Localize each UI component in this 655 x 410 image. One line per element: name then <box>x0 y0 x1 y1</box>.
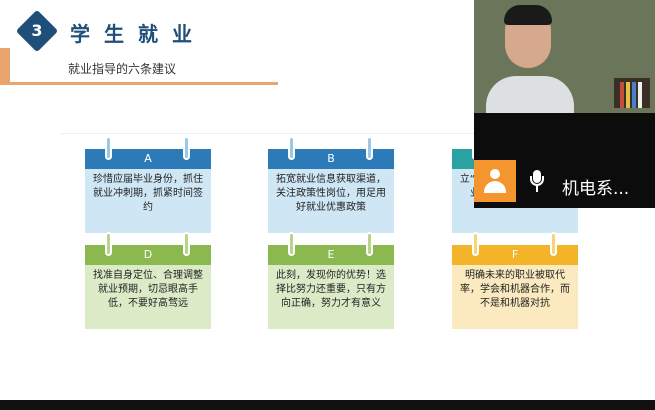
card-label: A <box>85 149 211 169</box>
card-label: F <box>452 245 578 265</box>
section-number: 3 <box>31 21 43 40</box>
advice-card-a: A 珍惜应届毕业身份，抓住就业冲刺期，抓紧时间签约 <box>85 136 211 234</box>
ring-icon <box>550 232 557 256</box>
divider <box>60 133 480 134</box>
advice-card-b: B 拓宽就业信息获取渠道，关注政策性岗位，用足用好就业优惠政策 <box>268 136 394 234</box>
ring-icon <box>366 136 373 160</box>
card-text: 找准自身定位、合理调整就业预期，切忌眼高手低，不要好高骛远 <box>85 265 211 329</box>
card-label: B <box>268 149 394 169</box>
card-text: 拓宽就业信息获取渠道，关注政策性岗位，用足用好就业优惠政策 <box>268 169 394 233</box>
card-label: D <box>85 245 211 265</box>
ring-icon <box>105 232 112 256</box>
card-text: 明确未来的职业被取代率，学会和机器合作，而不是和机器对抗 <box>452 265 578 329</box>
advice-card-e: E 此刻，发现你的优势！选择比努力还重要，只有方向正确，努力才有意义 <box>268 232 394 330</box>
card-text: 珍惜应届毕业身份，抓住就业冲刺期，抓紧时间签约 <box>85 169 211 233</box>
card-label: E <box>268 245 394 265</box>
card-text: 此刻，发现你的优势！选择比努力还重要，只有方向正确，努力才有意义 <box>268 265 394 329</box>
participant-name: 机电系... <box>562 179 630 199</box>
user-avatar-icon[interactable] <box>474 160 516 202</box>
ring-icon <box>472 232 479 256</box>
ring-icon <box>183 136 190 160</box>
ring-icon <box>288 136 295 160</box>
advice-card-f: F 明确未来的职业被取代率，学会和机器合作，而不是和机器对抗 <box>452 232 578 330</box>
advice-card-d: D 找准自身定位、合理调整就业预期，切忌眼高手低，不要好高骛远 <box>85 232 211 330</box>
accent-block <box>0 48 10 85</box>
person-body <box>486 76 574 113</box>
webcam-video[interactable] <box>474 0 655 113</box>
ring-icon <box>288 232 295 256</box>
ring-icon <box>183 232 190 256</box>
book <box>638 82 642 108</box>
microphone-icon[interactable] <box>530 170 544 192</box>
bottom-bar <box>0 400 655 410</box>
book <box>626 82 630 108</box>
accent-underline <box>0 82 278 85</box>
ring-icon <box>366 232 373 256</box>
person-hair <box>504 5 552 25</box>
book <box>632 82 636 108</box>
slide-subtitle: 就业指导的六条建议 <box>68 62 177 76</box>
book <box>620 82 624 108</box>
section-title: 学生就业 <box>70 22 206 46</box>
ring-icon <box>105 136 112 160</box>
